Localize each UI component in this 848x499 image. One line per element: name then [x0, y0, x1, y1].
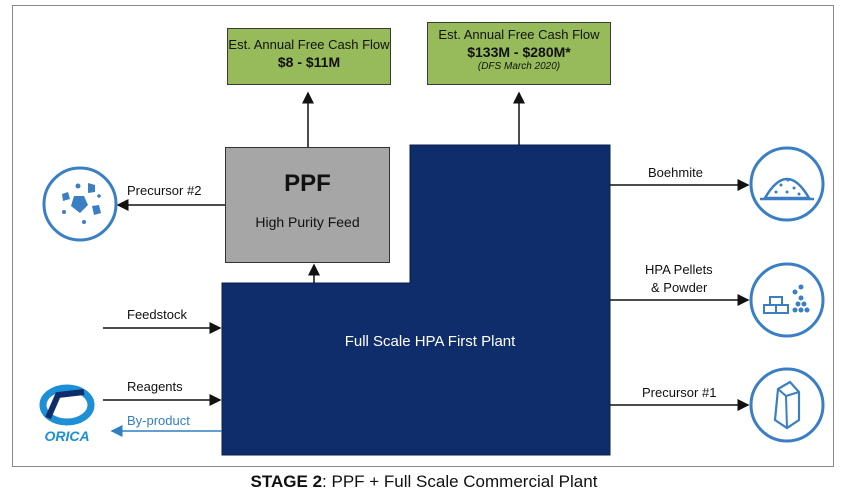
caption-stage: STAGE 2	[250, 472, 323, 491]
cashflow-box-ppf: Est. Annual Free Cash Flow $8 - $11M	[227, 28, 391, 85]
hpa-label-line1: HPA Pellets	[645, 262, 713, 277]
boehmite-label: Boehmite	[648, 165, 703, 180]
full-scale-plant-block	[221, 144, 611, 456]
diagram-frame	[12, 5, 834, 467]
cashflow-note: (DFS March 2020)	[477, 61, 561, 72]
hpa-label-line2: & Powder	[651, 280, 708, 295]
crystal-icon	[749, 367, 825, 443]
ppf-box: PPF High Purity Feed	[225, 147, 390, 263]
orica-logo: ORICA	[39, 384, 95, 444]
byproduct-label: By-product	[127, 413, 190, 428]
caption-text: : PPF + Full Scale Commercial Plant	[322, 472, 598, 491]
svg-text:ORICA: ORICA	[44, 428, 89, 444]
plant-label: Full Scale HPA First Plant	[344, 333, 516, 350]
cashflow-label: Est. Annual Free Cash Flow	[438, 27, 600, 42]
feedstock-label: Feedstock	[127, 307, 187, 322]
gems-cluster-icon	[42, 166, 118, 242]
pellets-stack-icon	[749, 262, 825, 338]
cashflow-label: Est. Annual Free Cash Flow	[228, 37, 390, 52]
precursor2-label: Precursor #2	[127, 183, 202, 198]
ppf-title: PPF	[284, 170, 331, 197]
ppf-subtitle: High Purity Feed	[255, 214, 360, 230]
cashflow-box-plant: Est. Annual Free Cash Flow $133M - $280M…	[427, 22, 611, 85]
cashflow-value: $133M - $280M*	[467, 44, 571, 60]
precursor1-label: Precursor #1	[642, 385, 717, 400]
powder-pile-icon	[749, 146, 825, 222]
cashflow-value: $8 - $11M	[277, 54, 341, 70]
stage-caption: STAGE 2: PPF + Full Scale Commercial Pla…	[0, 472, 848, 492]
reagents-label: Reagents	[127, 379, 183, 394]
